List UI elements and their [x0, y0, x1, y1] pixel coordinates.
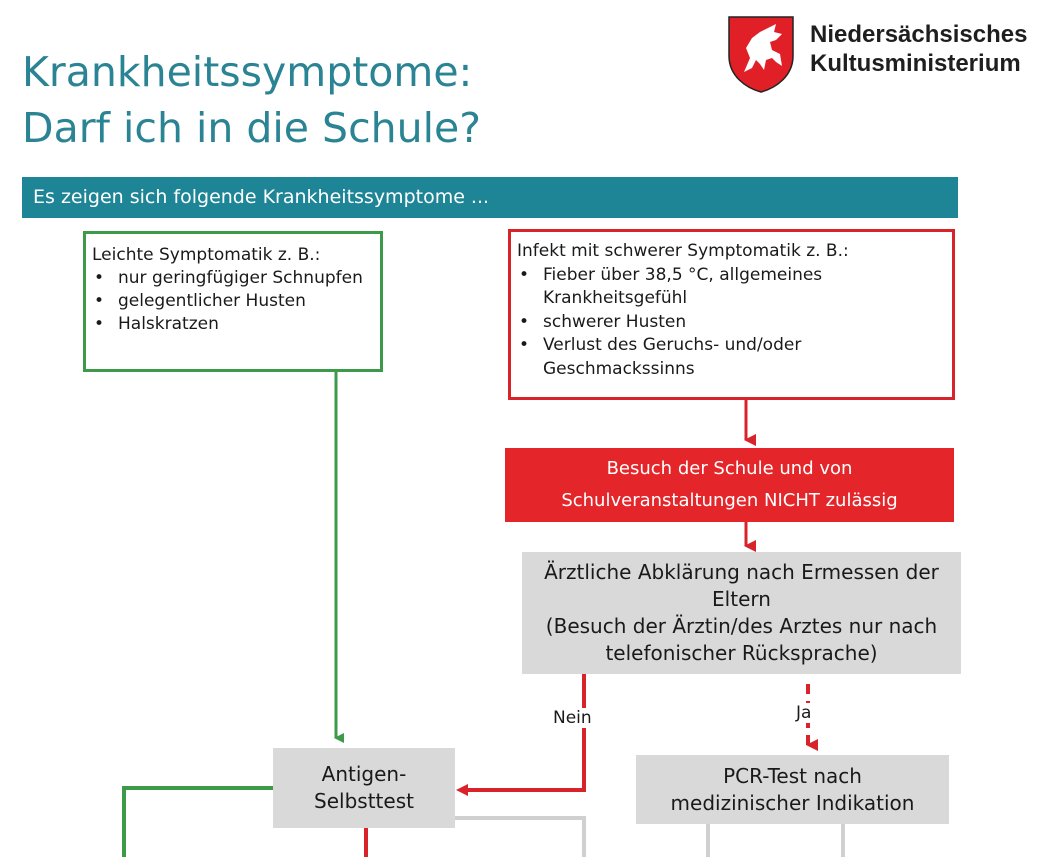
antigen-green-exit-line — [122, 786, 273, 857]
severe-symptoms-heading: Infekt mit schwerer Symptomatik z. B.: — [517, 241, 849, 261]
no-branch-line — [456, 674, 586, 796]
symptoms-banner: Es zeigen sich folgende Krankheitssympto… — [22, 177, 958, 218]
severe-symptom-item: Verlust des Geruchs- und/oder Geschmacks… — [517, 334, 946, 381]
mild-symptoms-box: Leichte Symptomatik z. B.: nur geringfüg… — [83, 231, 383, 372]
no-label: Nein — [553, 708, 592, 728]
mild-symptoms-heading: Leichte Symptomatik z. B.: — [92, 245, 321, 265]
page-title: Krankheitssymptome: Darf ich in die Schu… — [22, 44, 481, 156]
school-not-allowed-box: Besuch der Schule und von Schulveranstal… — [505, 448, 954, 522]
title-line-1: Krankheitssymptome: — [22, 48, 473, 96]
mild-symptom-item: nur geringfügiger Schnupfen — [92, 267, 374, 290]
pcr-test-box: PCR-Test nach medizinischer Indikation — [636, 755, 949, 824]
antigen-grey-exit-line — [455, 816, 586, 857]
yes-label: Ja — [796, 703, 812, 723]
mild-symptom-item: gelegentlicher Husten — [92, 290, 374, 313]
niedersachsen-horse-crest-icon — [726, 14, 796, 98]
severe-symptom-item: schwerer Husten — [517, 311, 946, 335]
severe-symptom-item: Fieber über 38,5 °C, allgemeines Krankhe… — [517, 264, 946, 311]
antigen-selftest-box: Antigen- Selbsttest — [273, 748, 455, 828]
severe-symptoms-box: Infekt mit schwerer Symptomatik z. B.: F… — [508, 229, 955, 400]
mild-symptom-item: Halskratzen — [92, 313, 374, 336]
ministry-name: Niedersächsisches Kultusministerium — [810, 21, 1028, 77]
doctor-consultation-box: Ärztliche Abklärung nach Ermessen der El… — [522, 552, 961, 674]
title-line-2: Darf ich in die Schule? — [22, 104, 481, 152]
